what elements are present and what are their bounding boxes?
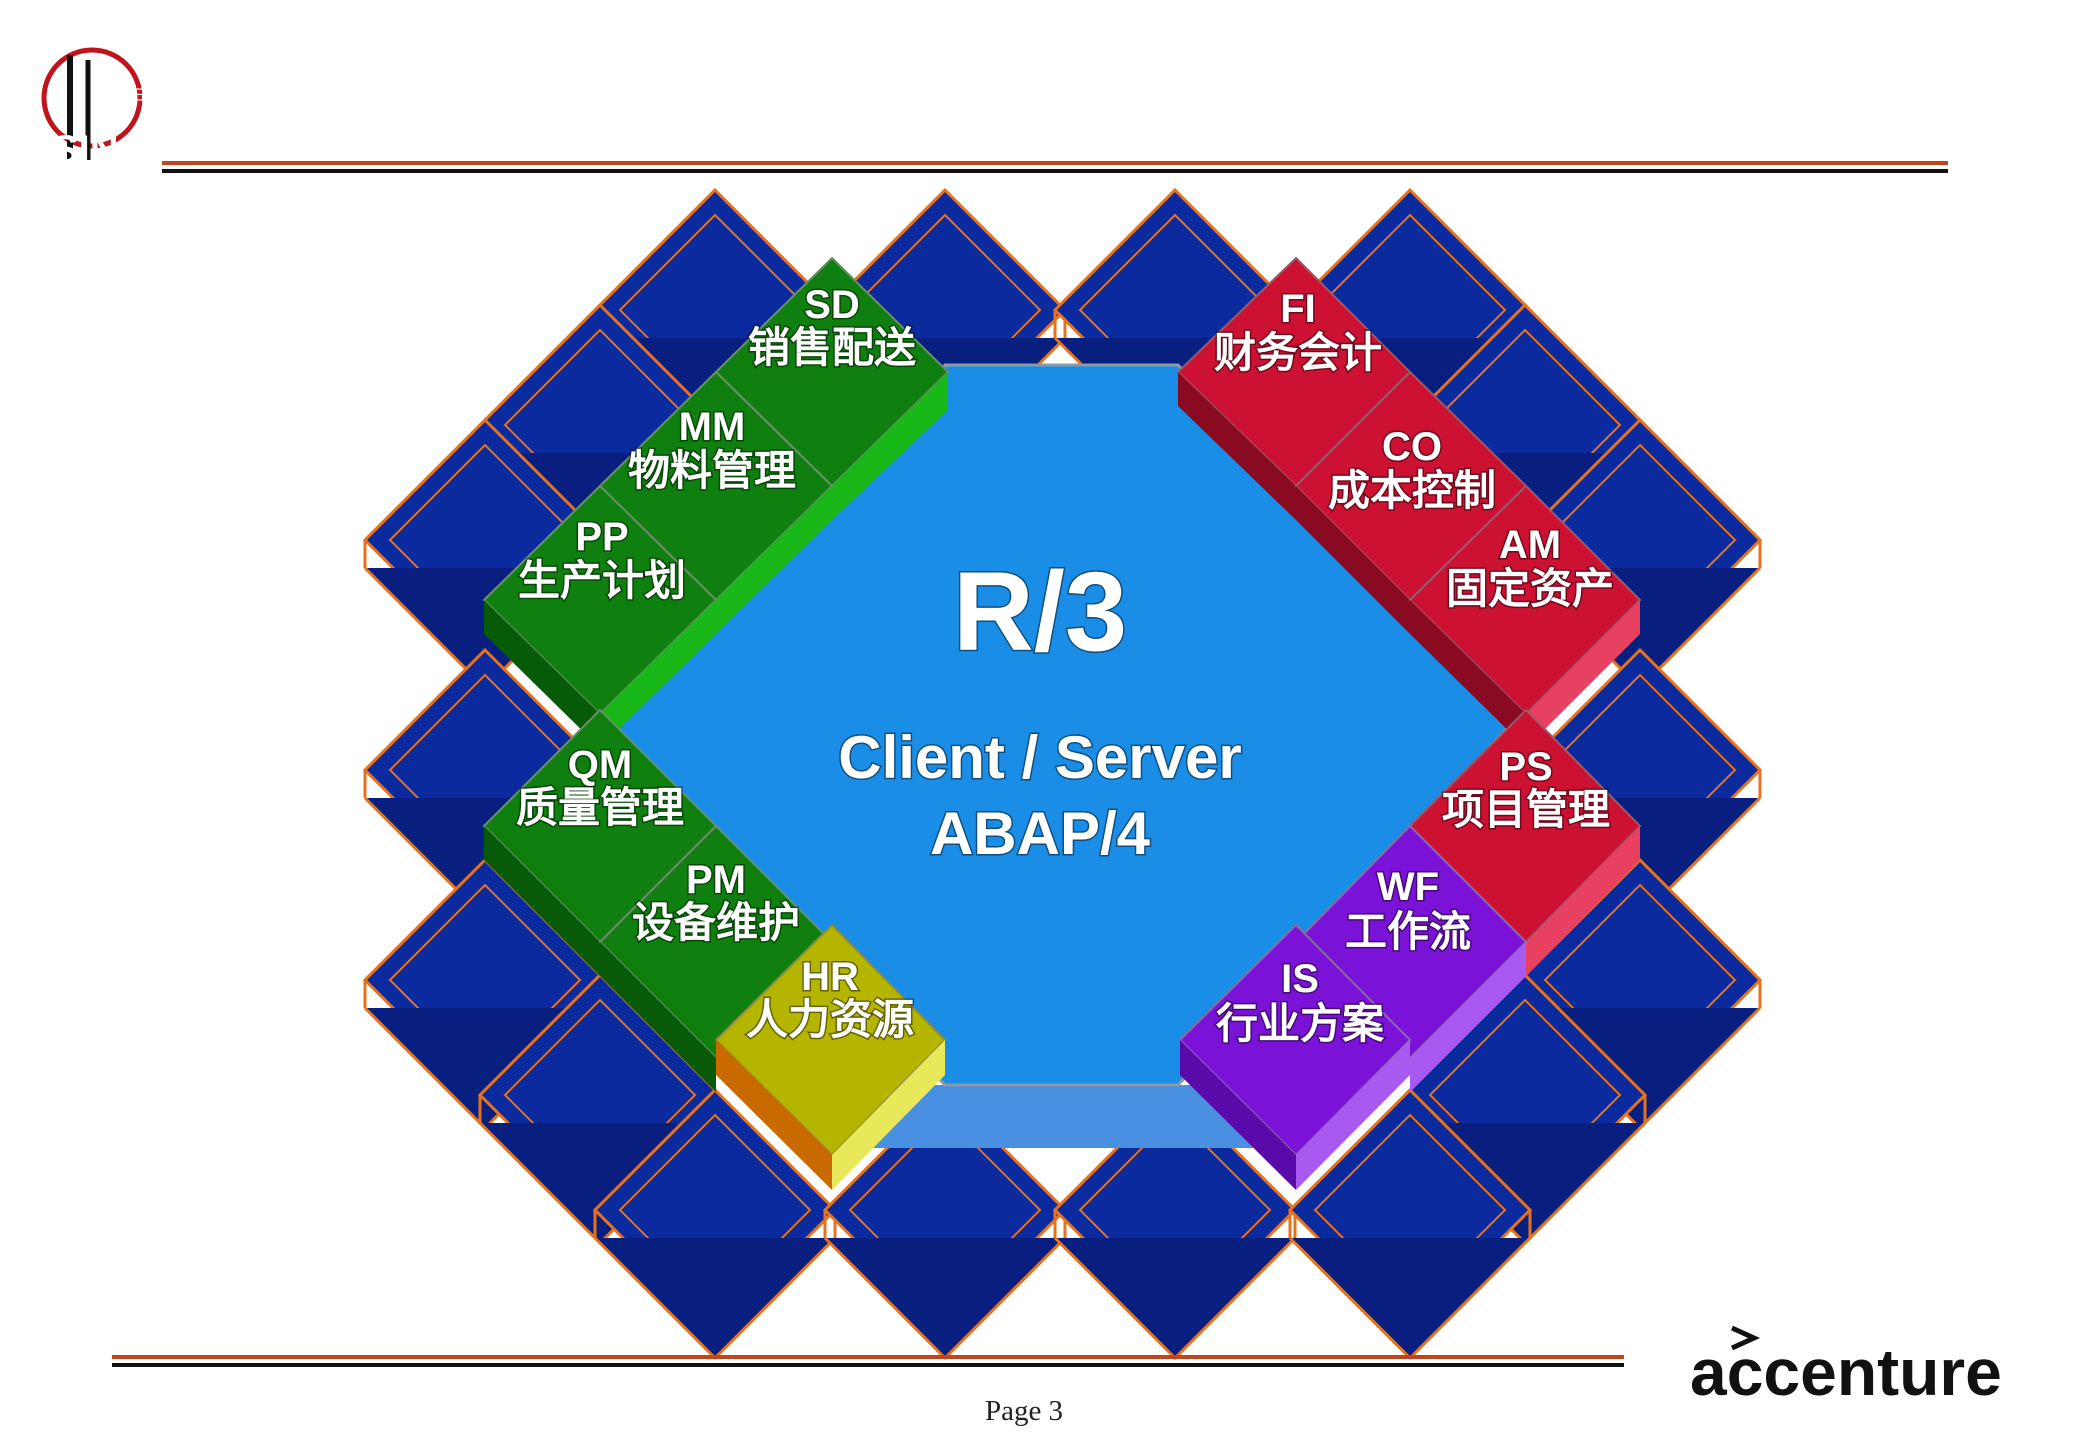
accenture-logo: accenture — [1690, 1325, 2002, 1409]
center-line2: ABAP/4 — [930, 800, 1151, 867]
logo-brand-text: SINOPEC — [52, 128, 232, 172]
module-co[interactable]: CO 成本控制 — [1294, 370, 1528, 634]
module-code: CO — [1382, 425, 1442, 469]
module-name: 固定资产 — [1446, 565, 1614, 612]
module-name: 质量管理 — [516, 784, 684, 831]
module-name: 成本控制 — [1328, 467, 1496, 514]
module-code: HR — [801, 955, 859, 999]
module-code: SD — [804, 283, 860, 327]
header-rule — [162, 161, 1948, 173]
module-name: 设备维护 — [632, 899, 800, 946]
module-name: 工作流 — [1345, 908, 1471, 955]
module-name: 物料管理 — [628, 447, 796, 494]
module-name: 财务会计 — [1214, 329, 1382, 376]
module-code: PP — [575, 515, 628, 559]
sinopec-logo: SINOPEC 中国石化 — [41, 47, 232, 172]
module-code: PM — [686, 858, 746, 902]
module-pp[interactable]: PP 生产计划 — [482, 484, 718, 748]
module-code: FI — [1280, 287, 1316, 331]
logo-chinese-text: 中国石化 — [100, 87, 160, 104]
module-code: WF — [1377, 865, 1439, 909]
module-sd[interactable]: SD 销售配送 — [714, 256, 950, 520]
module-is[interactable]: IS 行业方案 — [1178, 923, 1412, 1190]
module-name: 项目管理 — [1442, 786, 1610, 833]
module-code: AM — [1499, 523, 1561, 567]
center-platform — [612, 363, 1513, 1148]
module-name: 生产计划 — [518, 557, 686, 604]
module-code: QM — [568, 743, 632, 787]
center-title: R/3 — [953, 549, 1127, 674]
accenture-logo-text: accenture — [1690, 1335, 2002, 1409]
module-ps[interactable]: PS 项目管理 — [1408, 708, 1642, 976]
module-name: 行业方案 — [1216, 1000, 1385, 1047]
module-code: IS — [1281, 957, 1319, 1001]
module-hr[interactable]: HR 人力资源 — [714, 923, 947, 1190]
page-number: Page 3 — [985, 1395, 1063, 1427]
footer-rule — [112, 1355, 1624, 1367]
module-code: PS — [1499, 745, 1552, 789]
module-name: 人力资源 — [746, 996, 914, 1043]
module-am[interactable]: AM 固定资产 — [1408, 484, 1642, 748]
module-code: MM — [679, 405, 746, 449]
module-name: 销售配送 — [748, 324, 916, 371]
center-line1: Client / Server — [838, 724, 1242, 791]
